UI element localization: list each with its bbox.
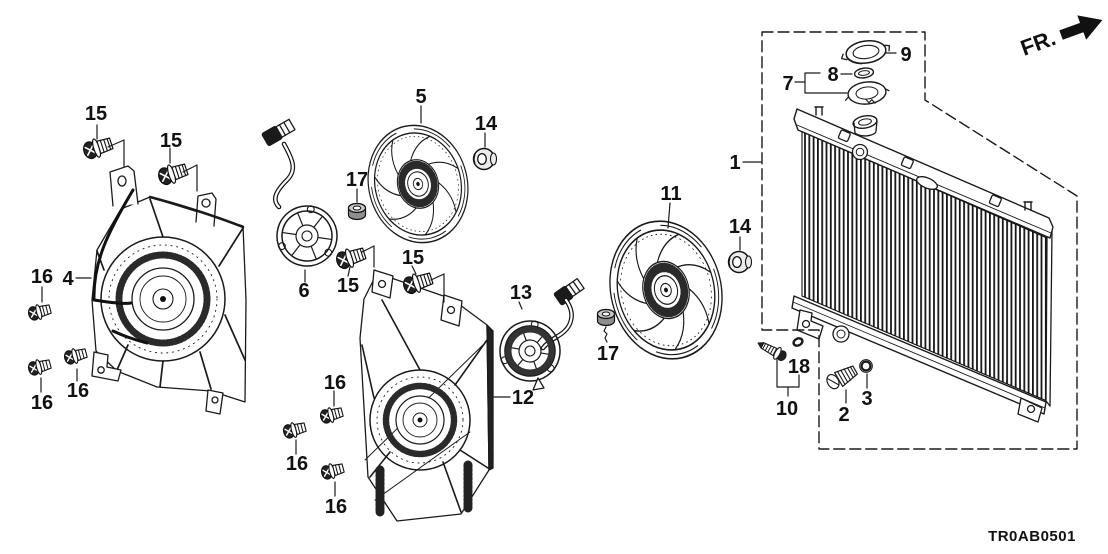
front-direction-indicator: FR. [1017,15,1103,61]
grommet-b [596,308,616,327]
part-callout-1: 1 [729,152,740,174]
drain-plug [826,365,858,390]
leader-lines [40,52,897,497]
part-callout-5: 5 [415,86,426,108]
part-callout-16-b: 16 [67,380,89,402]
diagram-code: TR0AB0501 [988,528,1076,545]
drain-o-ring [859,359,873,373]
grommet-a [347,202,367,221]
part-callout-11: 11 [660,183,681,205]
bolt-16-a [26,301,53,323]
radiator-cap [841,40,890,105]
part-callout-8: 8 [827,64,838,86]
part-callout-2: 2 [838,404,849,426]
part-callout-16-f: 16 [325,496,347,518]
bolt-16-b [62,345,89,367]
part-callout-6: 6 [298,280,309,302]
fan-nut-b [727,250,753,274]
fan-motor-center [494,277,585,391]
fr-label: FR. [1017,25,1059,61]
bolt-16-d [318,404,345,426]
fr-arrow-icon [1059,15,1103,40]
fan-shroud-center [359,269,494,522]
part-callout-16-a: 16 [31,266,53,288]
part-callout-15-c: 15 [337,275,359,297]
part-callout-7: 7 [782,73,793,95]
part-callout-17-b: 17 [597,343,619,365]
part-callout-16-c: 16 [31,392,53,414]
bolt-16-f [319,460,346,482]
part-callout-9: 9 [900,44,911,66]
part-callout-18: 18 [788,356,810,378]
part-callout-15-b: 15 [160,130,182,152]
part-callout-16-d: 16 [324,372,346,394]
bolt-15-c [333,243,369,273]
part-callout-16-e: 16 [286,453,308,475]
part-callout-14-b: 14 [729,216,752,238]
part-callout-17-a: 17 [346,169,368,191]
bolt-16-e [281,419,308,441]
bolt-15-b [155,159,191,189]
part-callout-15-d: 15 [402,247,424,269]
mount-bolt-small [757,342,787,362]
part-callout-15-a: 15 [85,103,107,125]
part-callout-4: 4 [62,268,74,290]
small-o-ring [792,337,804,347]
part-callout-3: 3 [861,388,872,410]
cooling-fan-left [356,115,480,254]
bolt-15-a [80,133,116,163]
fan-shroud-left [91,165,247,415]
fan-nut-a [472,147,498,171]
cap-valve [844,81,890,105]
radiator [791,106,1054,423]
part-callout-10: 10 [776,398,798,420]
part-callout-12: 12 [512,387,534,409]
part-callout-14-a: 14 [475,113,498,135]
cap-seal [853,67,875,79]
part-callout-13: 13 [510,282,532,304]
radiator-group-border [761,31,1078,450]
fan-motor-left [261,118,342,271]
bolt-16-c [26,356,53,378]
